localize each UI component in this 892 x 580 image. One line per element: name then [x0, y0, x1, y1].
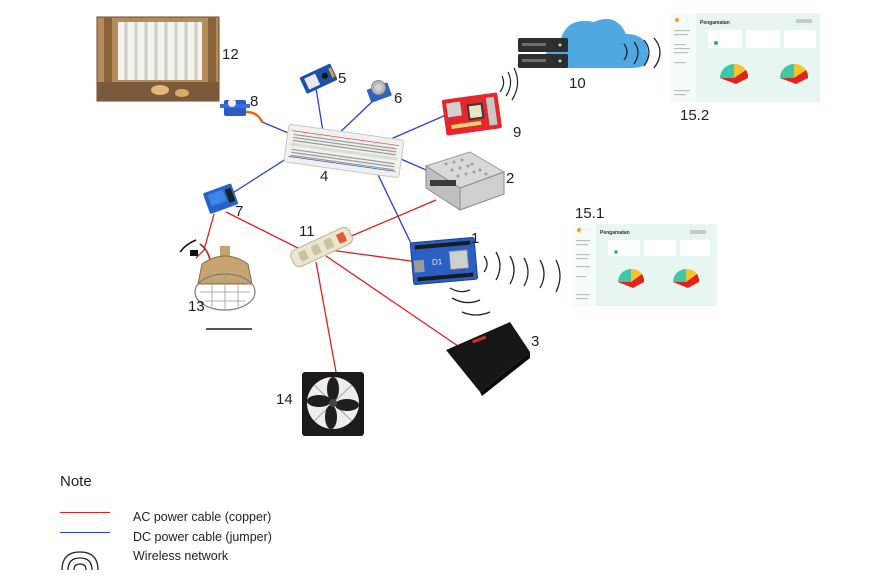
ac-cables: [195, 199, 459, 373]
label-15-1: 15.1: [575, 205, 604, 222]
label-12: 12: [222, 46, 239, 63]
breadboard-icon: [283, 123, 405, 178]
gsm-module-icon: [441, 92, 502, 136]
ac-cable-relay-lamp: [195, 213, 215, 259]
svg-text:D1: D1: [432, 257, 444, 267]
servo-motor-icon: [220, 99, 264, 123]
wireless-signal-arduino-router: [449, 287, 491, 316]
label-2: 2: [506, 170, 514, 187]
ac-cable-strip-arduino: [329, 249, 419, 263]
legend-title: Note: [60, 473, 92, 490]
dashboard-15-1-title: Pengamatan: [600, 230, 630, 236]
gauge-15-1-right: [673, 268, 700, 288]
box-fan-icon: [302, 372, 364, 436]
label-9: 9: [513, 124, 521, 141]
legend-dc-line: [60, 532, 110, 533]
legend-dc-label: DC power cable (jumper): [133, 530, 272, 544]
ac-cable-strip-fan: [315, 261, 337, 373]
label-14: 14: [276, 391, 293, 408]
power-strip-icon: [290, 226, 353, 268]
gauge-15-1-left: [618, 268, 645, 288]
gas-sensor-icon: [366, 80, 392, 103]
wifi-router-icon: [446, 322, 530, 396]
switching-power-supply-icon: [424, 151, 506, 211]
legend-ac-line: [60, 512, 110, 513]
dashboard-15-2: Pengamatan: [670, 13, 820, 102]
cloud-server-icon: [518, 18, 649, 68]
dashboard-15-2-title: Pengamatan: [700, 20, 730, 26]
label-15-2: 15.2: [680, 107, 709, 124]
legend-ac-label: AC power cable (copper): [133, 510, 272, 524]
ac-cable-strip-router: [325, 255, 459, 347]
label-11: 11: [299, 223, 315, 240]
label-13: 13: [188, 298, 205, 315]
label-6: 6: [394, 90, 402, 107]
label-7: 7: [235, 203, 243, 220]
ac-cable-relay-strip: [225, 211, 307, 253]
label-3: 3: [531, 333, 539, 350]
wemos-d1-board-icon: D1: [409, 236, 478, 286]
label-10: 10: [569, 75, 586, 92]
dashboard-15-1: Pengamatan: [572, 224, 717, 306]
label-5: 5: [338, 70, 346, 87]
wireless-signal-arduino-dashboard: [483, 251, 561, 293]
dc-cable-gsm-breadboard: [383, 114, 447, 143]
legend-wireless-icon: [61, 551, 99, 571]
label-1: 1: [471, 230, 479, 247]
wireless-signal-cloud-dashboard: [623, 37, 661, 69]
relay-module-icon: [203, 183, 239, 214]
label-4: 4: [320, 168, 328, 185]
chicken-coop-photo: [96, 16, 220, 102]
heat-lamp-icon: [179, 239, 256, 330]
label-8: 8: [250, 93, 258, 110]
temperature-sensor-icon: [299, 63, 338, 94]
ac-cable-psu-strip: [341, 199, 437, 241]
gauge-15-2-right: [780, 63, 809, 84]
gauge-15-2-left: [720, 63, 749, 84]
legend-wireless-label: Wireless network: [133, 549, 229, 563]
wireless-signal-gsm: [499, 67, 519, 101]
